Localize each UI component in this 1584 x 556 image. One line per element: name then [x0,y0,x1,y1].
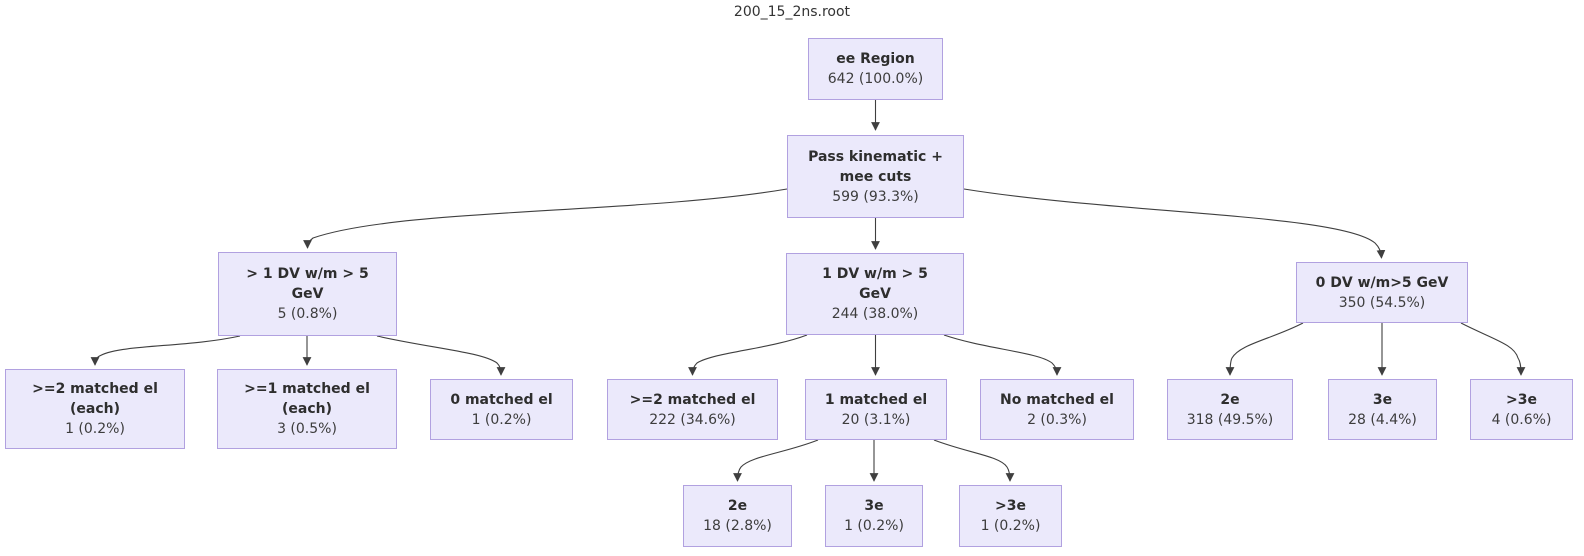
node-label: >=2 matched el(each) [32,381,158,417]
edge-1matched-to-2e [733,439,819,482]
node-gt3-e-0dv: >3e 4 (0.6%) [1470,379,1573,440]
node-label: No matched el [1000,391,1114,408]
node-label: 2e [727,498,748,514]
node-count: 20 (3.1%) [841,411,911,428]
node-count: 2 (0.3%) [1027,411,1087,428]
edge-1dv-to-nomatched [943,334,1062,376]
edge-gt1dv-to-0matched [376,335,506,376]
edge-0dv-to-gt3e [1460,322,1526,376]
edge-passcuts-to-gt1dv [303,188,788,249]
node-count: 3 (0.5%) [277,421,337,437]
node-three-e-0dv: 3e 28 (4.4%) [1328,379,1437,440]
node-label: ee Region [836,51,915,67]
node-count: 1 (0.2%) [471,411,532,428]
node-label: 3e [864,498,884,514]
node-count: 1 (0.2%) [980,518,1041,534]
node-pass-cuts: Pass kinematic +mee cuts 599 (93.3%) [787,135,964,218]
node-ge2-matched-each: >=2 matched el(each) 1 (0.2%) [5,369,185,449]
node-count: 222 (34.6%) [649,411,736,428]
edge-gt1dv-to-ge2each [90,335,241,366]
node-label: 0 matched el [450,391,553,408]
node-count: 599 (93.3%) [832,188,919,205]
node-zero-dv: 0 DV w/m>5 GeV 350 (54.5%) [1296,262,1468,323]
node-count: 350 (54.5%) [1338,294,1426,311]
node-label: >3e [995,498,1026,514]
node-label: >=1 matched el(each) [244,381,370,417]
node-label: Pass kinematic +mee cuts [808,148,943,185]
node-gt3-e-1matched: >3e 1 (0.2%) [959,485,1062,547]
node-no-matched: No matched el 2 (0.3%) [980,379,1134,440]
node-count: 18 (2.8%) [703,518,772,534]
node-count: 5 (0.8%) [277,306,338,322]
node-count: 1 (0.2%) [844,518,904,534]
node-label: 2e [1220,391,1240,408]
node-count: 318 (49.5%) [1186,411,1274,428]
edge-passcuts-to-0dv [963,188,1386,259]
node-count: 28 (4.4%) [1348,411,1417,428]
node-zero-matched: 0 matched el 1 (0.2%) [430,379,573,440]
node-ge1-matched-each: >=1 matched el(each) 3 (0.5%) [217,369,397,449]
edge-0dv-to-2e [1225,322,1304,376]
diagram-title: 200_15_2ns.root [733,4,851,20]
node-label: 1 matched el [824,391,928,408]
node-ge2-matched: >=2 matched el 222 (34.6%) [607,379,778,440]
node-two-e-0dv: 2e 318 (49.5%) [1167,379,1293,440]
node-count: 244 (38.0%) [831,306,919,322]
node-label: 0 DV w/m>5 GeV [1315,274,1449,291]
node-count: 4 (0.6%) [1491,411,1552,428]
node-two-e-1matched: 2e 18 (2.8%) [683,485,792,547]
node-label: >=2 matched el [629,391,756,408]
edge-1matched-to-gt3e [933,439,1015,482]
node-count: 642 (100.0%) [827,71,924,87]
node-ee-region: ee Region 642 (100.0%) [808,38,943,100]
node-one-matched: 1 matched el 20 (3.1%) [805,379,947,440]
edge-1dv-to-ge2matched [688,334,808,376]
node-label: 3e [1372,391,1393,408]
node-count: 1 (0.2%) [65,421,125,437]
node-three-e-1matched: 3e 1 (0.2%) [825,485,923,547]
node-label: >3e [1506,391,1537,408]
